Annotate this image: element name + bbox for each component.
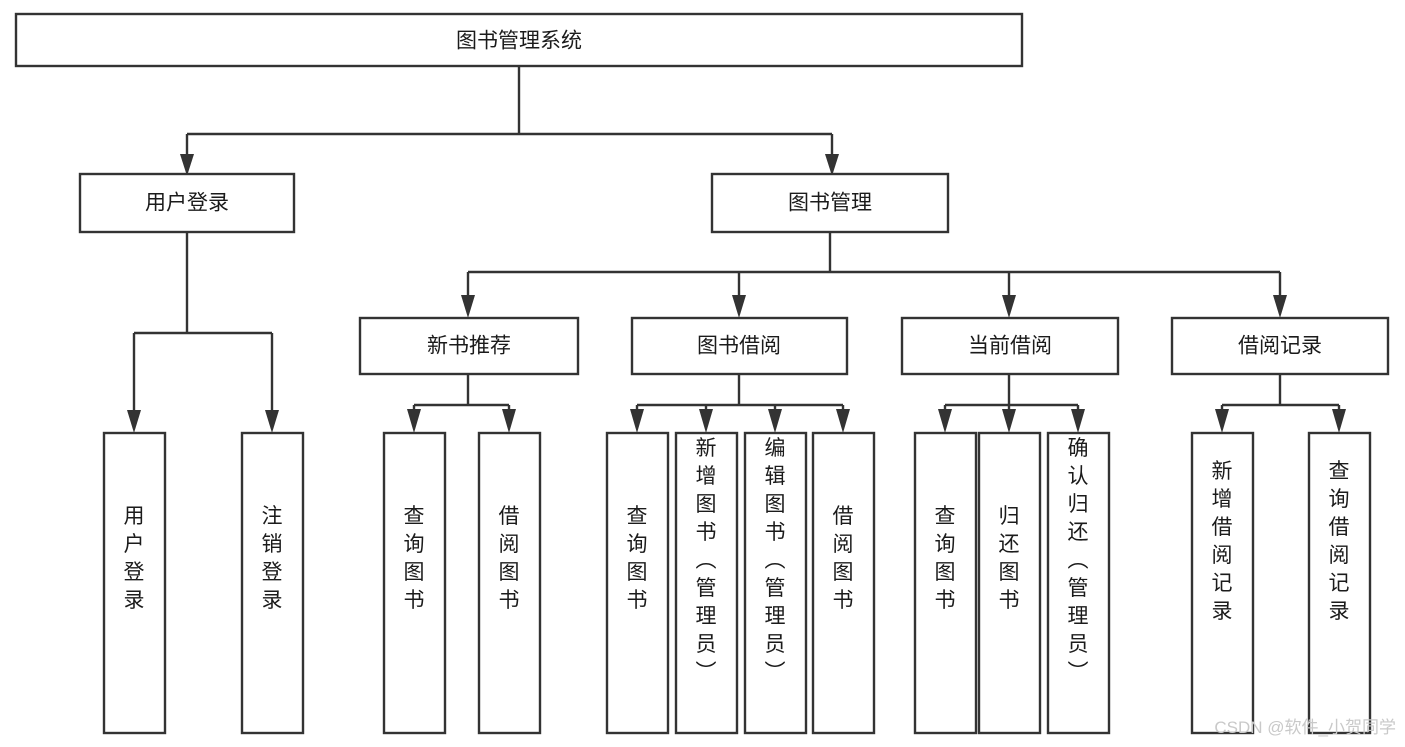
node-bookmgmt-label: 图书管理 (788, 192, 872, 215)
arrow-borrow-to-leaf7 (768, 409, 782, 433)
arrow-newbook-to-leaf3 (407, 409, 421, 433)
node-borrow[interactable]: 图书借阅 (630, 316, 849, 376)
edge-login-rail (132, 232, 274, 410)
arrow-record-to-leaf12 (1215, 409, 1229, 433)
arrow-newbook-to-leaf4 (502, 409, 516, 433)
node-leaf4[interactable]: 借阅图书 (477, 431, 542, 735)
edge-bookmgmt-rail (466, 232, 1282, 296)
node-leaf9-label: 查询图书 (935, 505, 956, 612)
node-record-label: 借阅记录 (1238, 335, 1322, 358)
csdn-watermark: CSDN @软件_小贺同学 (1214, 718, 1396, 737)
arrow-record-to-leaf13 (1332, 409, 1346, 433)
node-leaf13[interactable]: 查询借阅记录 (1307, 431, 1372, 735)
arrow-borrow-to-leaf5 (630, 409, 644, 433)
node-leaf2[interactable]: 注销登录 (240, 431, 305, 735)
node-leaf6-label: 新增图书︵管理员︶ (696, 437, 717, 684)
edge-current-rail (943, 374, 1080, 412)
arrow-current-to-leaf11 (1071, 409, 1085, 433)
node-leaf11[interactable]: 确认归还︵管理员︶ (1046, 431, 1111, 735)
node-newbook[interactable]: 新书推荐 (358, 316, 580, 376)
arrow-bookmgmt-to-record (1273, 295, 1287, 318)
node-login-label: 用户登录 (145, 192, 229, 215)
node-leaf8-label: 借阅图书 (833, 505, 854, 612)
arrow-borrow-to-leaf6 (699, 409, 713, 433)
node-leaf7-label: 编辑图书︵管理员︶ (765, 437, 786, 684)
node-root-label: 图书管理系统 (456, 30, 582, 53)
node-leaf12[interactable]: 新增借阅记录 (1190, 431, 1255, 735)
node-leaf10-label: 归还图书 (999, 505, 1020, 612)
arrow-root-to-login (180, 154, 194, 176)
node-newbook-label: 新书推荐 (427, 335, 511, 358)
node-leaf8[interactable]: 借阅图书 (811, 431, 876, 735)
edge-record-rail (1220, 374, 1341, 412)
arrow-current-to-leaf9 (938, 409, 952, 433)
arrow-login-to-leaf1 (127, 410, 141, 433)
node-bookmgmt[interactable]: 图书管理 (710, 172, 950, 234)
node-borrow-label: 图书借阅 (697, 335, 781, 358)
arrow-bookmgmt-to-newbook (461, 295, 475, 318)
node-leaf4-label: 借阅图书 (499, 505, 520, 612)
node-current[interactable]: 当前借阅 (900, 316, 1120, 376)
node-leaf5[interactable]: 查询图书 (605, 431, 670, 735)
edge-newbook-rail (412, 374, 511, 412)
node-leaf12-label: 新增借阅记录 (1212, 460, 1233, 623)
node-leaf6[interactable]: 新增图书︵管理员︶ (674, 431, 739, 735)
node-login[interactable]: 用户登录 (78, 172, 296, 234)
node-leaf5-label: 查询图书 (627, 505, 648, 612)
node-leaf10[interactable]: 归还图书 (977, 431, 1042, 735)
edges-layer (127, 66, 1346, 433)
arrow-bookmgmt-to-current (1002, 295, 1016, 318)
node-leaf11-label: 确认归还︵管理员︶ (1068, 437, 1089, 684)
node-leaf7[interactable]: 编辑图书︵管理员︶ (743, 431, 808, 735)
node-leaf3-label: 查询图书 (404, 505, 425, 612)
node-current-label: 当前借阅 (968, 335, 1052, 358)
arrow-current-to-leaf10 (1002, 409, 1016, 433)
node-root[interactable]: 图书管理系统 (14, 12, 1024, 68)
node-leaf1-label: 用户登录 (124, 505, 145, 612)
node-leaf3[interactable]: 查询图书 (382, 431, 447, 735)
node-leaf2-label: 注销登录 (262, 505, 283, 612)
arrow-root-to-bookmgmt (825, 154, 839, 176)
node-leaf13-label: 查询借阅记录 (1329, 460, 1350, 623)
arrow-bookmgmt-to-borrow (732, 295, 746, 318)
nodes-layer: 图书管理系统 用户登录 图书管理 新书推荐 图书借阅 当前 (14, 12, 1390, 735)
node-leaf9[interactable]: 查询图书 (913, 431, 978, 735)
node-leaf1[interactable]: 用户登录 (102, 431, 167, 735)
edge-borrow-rail (635, 374, 845, 412)
edge-root-rail (185, 66, 834, 156)
arrow-login-to-leaf2 (265, 410, 279, 433)
node-record[interactable]: 借阅记录 (1170, 316, 1390, 376)
arrow-borrow-to-leaf8 (836, 409, 850, 433)
